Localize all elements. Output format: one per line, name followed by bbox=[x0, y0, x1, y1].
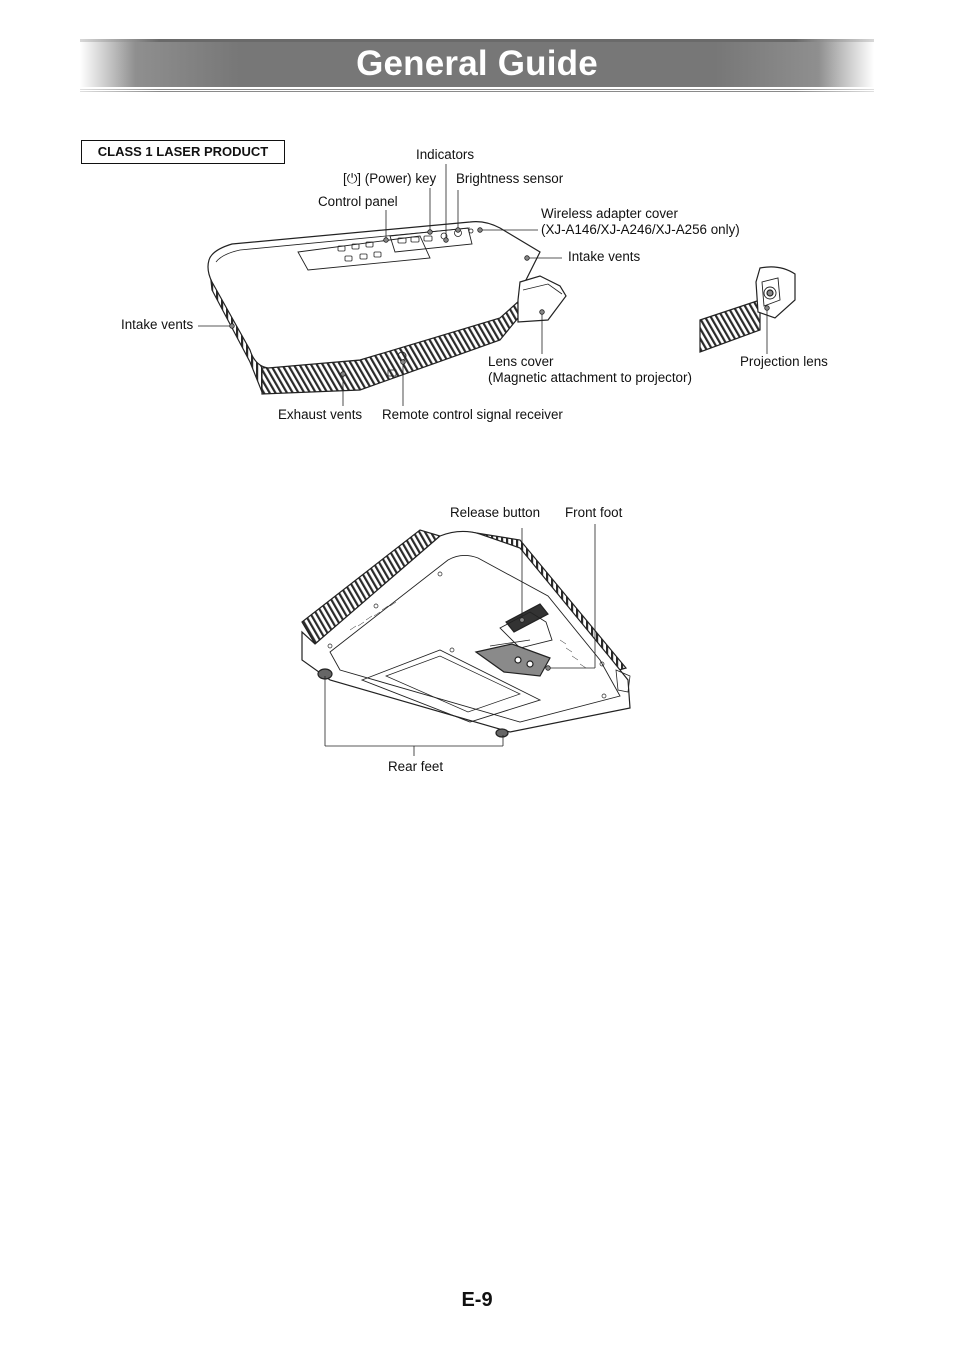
label-lens-cover-1: Lens cover bbox=[488, 354, 554, 369]
top-view-leader-lines bbox=[198, 164, 770, 406]
label-intake-vents-left: Intake vents bbox=[121, 317, 194, 332]
banner-top-line bbox=[80, 39, 874, 42]
projection-lens-closeup bbox=[699, 266, 796, 353]
label-release-button: Release button bbox=[450, 505, 541, 520]
banner-bottom-line-2 bbox=[80, 91, 874, 92]
label-indicators: Indicators bbox=[416, 147, 475, 162]
title-banner: General Guide bbox=[80, 39, 874, 92]
label-projection-lens: Projection lens bbox=[740, 354, 828, 369]
label-remote-receiver: Remote control signal receiver bbox=[382, 407, 563, 422]
projector-top-view bbox=[207, 221, 567, 395]
page-number: E-9 bbox=[461, 1289, 493, 1311]
label-brightness-sensor: Brightness sensor bbox=[456, 171, 564, 186]
label-power-key: [⏻] (Power) key bbox=[343, 171, 437, 186]
label-front-foot: Front foot bbox=[565, 505, 623, 520]
page-title: General Guide bbox=[356, 44, 598, 83]
banner-bottom-line bbox=[80, 89, 874, 90]
label-wireless-cover-2: (XJ-A146/XJ-A246/XJ-A256 only) bbox=[541, 222, 740, 237]
label-rear-feet: Rear feet bbox=[388, 759, 444, 774]
laser-product-label: CLASS 1 LASER PRODUCT bbox=[81, 140, 285, 164]
label-lens-cover-2: (Magnetic attachment to projector) bbox=[488, 370, 692, 385]
label-exhaust-vents: Exhaust vents bbox=[278, 407, 363, 422]
projector-bottom-view bbox=[301, 529, 631, 738]
label-intake-vents-right: Intake vents bbox=[568, 249, 641, 264]
bottom-view-leader-lines bbox=[324, 524, 596, 756]
label-wireless-cover-1: Wireless adapter cover bbox=[541, 206, 678, 221]
label-control-panel: Control panel bbox=[318, 194, 398, 209]
banner-bar bbox=[80, 39, 874, 87]
